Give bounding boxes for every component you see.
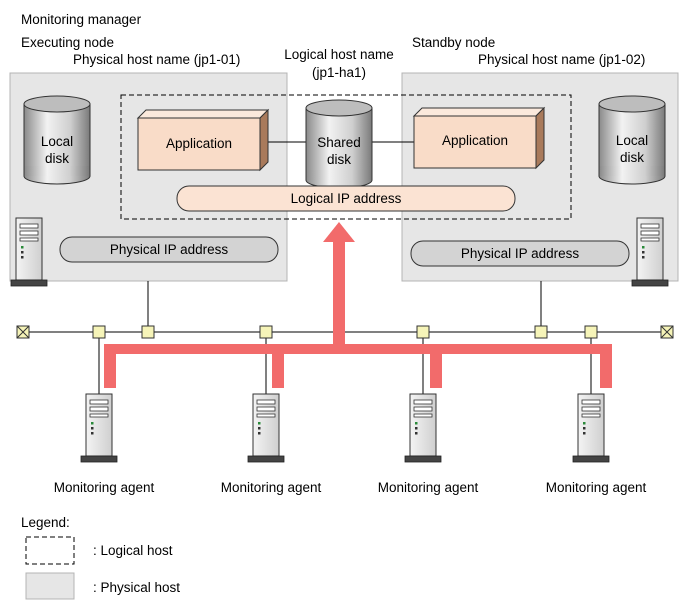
agent2-server-icon [247, 393, 285, 463]
shared-disk-label-2: disk [327, 152, 351, 167]
network-connector [141, 325, 155, 339]
network-connector [92, 325, 106, 339]
logical-host-boundary [120, 94, 572, 220]
legend-title: Legend: [21, 515, 70, 530]
legend-physical-host-swatch [25, 572, 75, 600]
network-terminator-right [660, 325, 674, 339]
legend-physical-host-label: : Physical host [93, 580, 180, 595]
communication-arrow [104, 222, 612, 388]
logical-ip-address-pill [176, 185, 516, 212]
agent3-label: Monitoring agent [378, 480, 479, 495]
network-connector [416, 325, 430, 339]
logical-ip-address-label: Logical IP address [291, 191, 402, 206]
network-terminator-left [16, 325, 30, 339]
shared-disk-label-1: Shared [317, 135, 361, 150]
agent1-server-icon [80, 393, 118, 463]
left-local-disk-label-1: Local [41, 134, 73, 149]
right-local-disk-label-1: Local [616, 133, 648, 148]
logical-host-name-label: Logical host name [284, 47, 394, 62]
network-connector [584, 325, 598, 339]
network-connector [534, 325, 548, 339]
left-application-label: Application [166, 136, 232, 151]
agent2-label: Monitoring agent [221, 480, 322, 495]
agent4-server-icon [572, 393, 610, 463]
right-physical-ip-label: Physical IP address [461, 246, 580, 261]
right-local-disk-label-2: disk [620, 150, 644, 165]
legend-logical-host-label: : Logical host [93, 543, 173, 558]
legend-logical-host-swatch [25, 536, 75, 565]
network-connector [259, 325, 273, 339]
left-physical-ip-label: Physical IP address [110, 242, 229, 257]
left-node-server-icon [10, 217, 48, 287]
right-application-label: Application [442, 133, 508, 148]
physical-host-name-right: Physical host name (jp1-02) [478, 52, 645, 67]
monitoring-manager-label: Monitoring manager [21, 12, 142, 27]
logical-host-name-value: (jp1-ha1) [312, 65, 366, 80]
right-node-server-icon [631, 217, 669, 287]
physical-host-name-left: Physical host name (jp1-01) [73, 52, 240, 67]
agent3-server-icon [404, 393, 442, 463]
left-physical-ip-pill [59, 236, 279, 263]
executing-node-label: Executing node [21, 35, 114, 50]
standby-node-label: Standby node [412, 35, 495, 50]
agent4-label: Monitoring agent [546, 480, 647, 495]
agent1-label: Monitoring agent [54, 480, 155, 495]
left-local-disk-label-2: disk [45, 151, 69, 166]
right-physical-ip-pill [410, 240, 630, 267]
